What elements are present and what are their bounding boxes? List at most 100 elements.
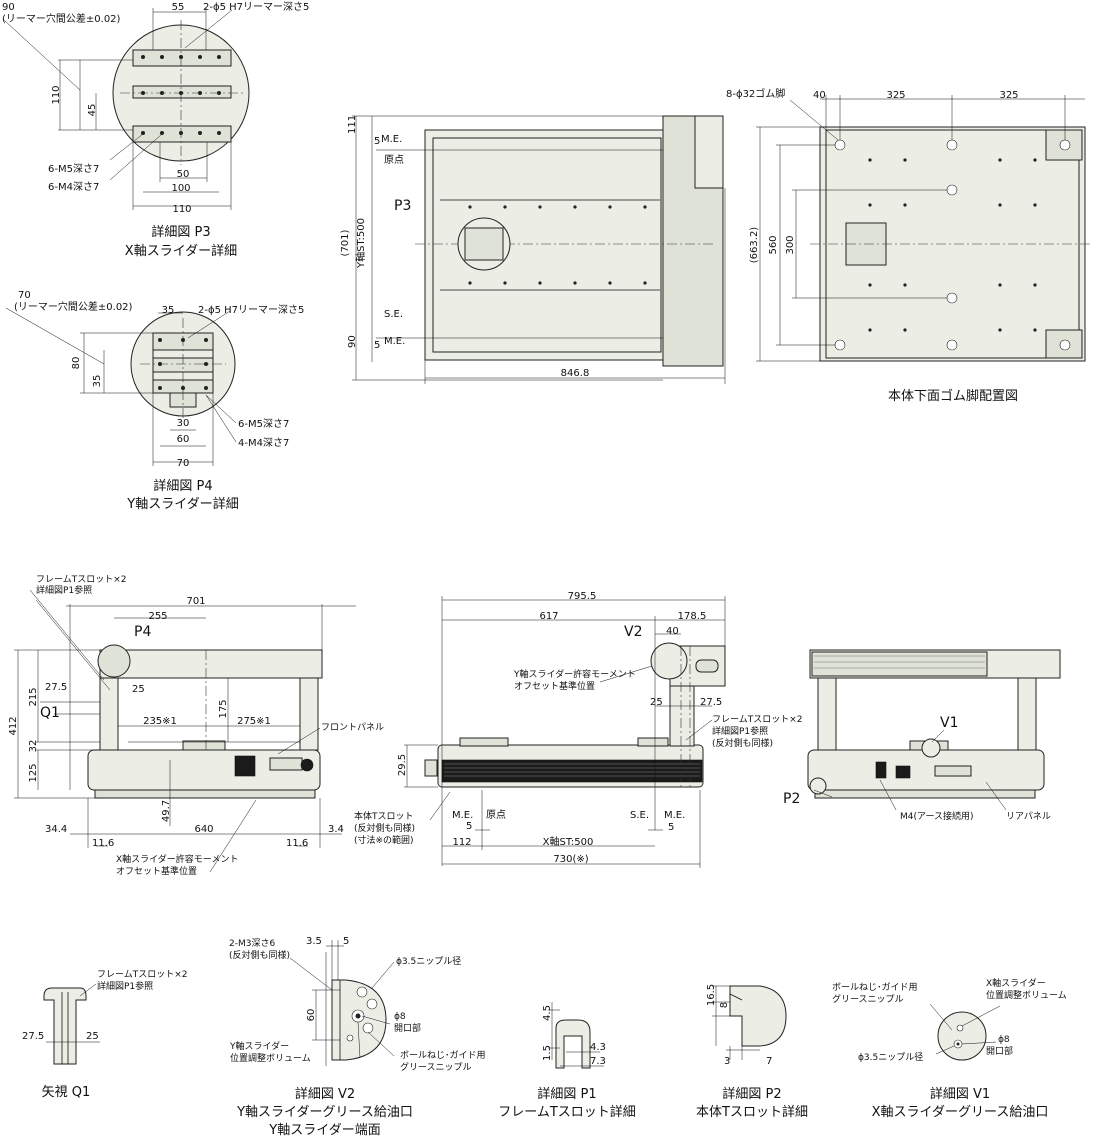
p3-holes: [141, 55, 221, 135]
bottom-dim-300: 300: [785, 235, 796, 254]
side-slot-1: フレームTスロット×2: [712, 714, 803, 725]
p2-dim-3: 3: [724, 1056, 730, 1067]
front-right-leg: [299, 677, 319, 751]
front-dim-32: 32: [28, 740, 39, 753]
front-dim-125: 125: [28, 763, 39, 782]
top-genten: 原点: [384, 154, 404, 166]
side-body-slot-2: (反対側も同様): [354, 822, 415, 834]
rear-p2-label: P2: [783, 791, 800, 807]
top-dim-846: 846.8: [561, 368, 590, 379]
front-dim-11-6a: 11.6: [92, 838, 114, 849]
p4-dim-35: 35: [92, 375, 103, 388]
rear-v1-label: V1: [940, 715, 958, 731]
v2-caption-3: Y軸スライダー端面: [268, 1123, 380, 1138]
top-dim-90: 90: [347, 335, 358, 348]
detail-p1: 4.5 1.5 4.3 7.3 詳細図 P1 フレームTスロット詳細: [498, 1002, 636, 1120]
detail-p3: 90 (リーマー穴間公差±0.02) 55 2-ϕ5 H7リーマー深さ5 110…: [2, 1, 309, 259]
front-q1-label: Q1: [40, 705, 60, 721]
p3-caption-1: 詳細図 P3: [151, 224, 210, 240]
top-y-stroke: Y軸ST:500: [354, 218, 367, 269]
v1-grease-2: グリースニップル: [832, 993, 904, 1005]
front-dim-412: 412: [8, 716, 19, 735]
p1-slot-profile: [555, 1019, 591, 1069]
side-genten: 原点: [486, 809, 506, 821]
q1-caption: 矢視 Q1: [42, 1085, 91, 1100]
p3-dim-110h: 110: [172, 204, 191, 215]
front-p4-label: P4: [134, 624, 151, 640]
front-dim-275: 275※1: [237, 716, 271, 727]
p1-dim-4-3: 4.3: [590, 1042, 606, 1053]
p1-dim-7-3: 7.3: [590, 1056, 606, 1067]
p1-caption-1: 詳細図 P1: [537, 1086, 596, 1102]
v2-m3-2: (反対側も同様): [229, 949, 290, 961]
p3-tol-value: 90: [2, 2, 15, 13]
front-frame-ref: 詳細図P1参照: [36, 584, 92, 596]
side-dim-730: 730(※): [553, 854, 588, 865]
v2-opening: 開口部: [394, 1022, 421, 1034]
v1-vol-2: 位置調整ボリューム: [986, 989, 1067, 1001]
bottom-dim-325b: 325: [999, 90, 1018, 101]
side-moment-2: オフセット基準位置: [514, 680, 595, 692]
rear-right-leg: [1017, 677, 1037, 751]
p4-tol-note: (リーマー穴間公差±0.02): [14, 300, 133, 313]
top-y-axis: [662, 115, 724, 367]
v1-caption-1: 詳細図 V1: [930, 1086, 990, 1102]
v1-nipple-label: ϕ3.5ニップル径: [858, 1051, 923, 1063]
detail-v1: ボールねじ･ガイド用 グリースニップル X軸スライダー 位置調整ボリューム ϕ8…: [832, 977, 1067, 1120]
top-view: 111 5 M.E. 原点 (701) Y軸ST:500 P3 S.E. 5 M…: [340, 115, 726, 384]
p3-m5: 6-M5深さ7: [48, 163, 99, 175]
p3-reamer: 2-ϕ5 H7リーマー深さ5: [203, 1, 309, 13]
v2-m3-1: 2-M3深さ6: [229, 938, 275, 949]
side-slot-3: (反対側も同様): [712, 737, 773, 749]
side-body-slot-3: (寸法※の範囲): [354, 834, 414, 846]
rear-view: V1 P2 M4(アース接続用) リアパネル: [783, 649, 1061, 822]
detail-p4: 70 (リーマー穴間公差±0.02) 35 2-ϕ5 H7リーマー深さ5 80 …: [5, 290, 304, 512]
p1-caption-2: フレームTスロット詳細: [498, 1104, 636, 1120]
p4-dim-30: 30: [177, 418, 190, 429]
side-v2-circle: [650, 642, 688, 680]
bottom-caption: 本体下面ゴム脚配置図: [888, 388, 1018, 404]
p4-m4: 4-M4深さ7: [238, 437, 289, 449]
q1-slot-1: フレームTスロット×2: [97, 969, 188, 980]
v2-grease-2: グリースニップル: [400, 1061, 472, 1073]
side-se: S.E.: [630, 810, 649, 821]
p2-dim-8: 8: [719, 1002, 730, 1008]
q1-slot-2: 詳細図P1参照: [97, 980, 153, 992]
bottom-dim-663: (663.2): [749, 227, 760, 264]
rear-m4: M4(アース接続用): [900, 810, 974, 822]
bottom-dim-325a: 325: [886, 90, 905, 101]
front-dim-175: 175: [218, 699, 229, 718]
side-bellows: [441, 759, 703, 783]
v2-vol-2: 位置調整ボリューム: [230, 1052, 311, 1064]
bottom-view: 8-ϕ32ゴム脚 40 325 325 (663.2) 560 300 本体下面…: [726, 87, 1092, 404]
rear-connector: [875, 761, 887, 779]
side-body-slot-1: 本体Tスロット: [354, 810, 414, 822]
side-x-stroke: X軸ST:500: [543, 835, 594, 848]
side-v2-label: V2: [624, 624, 642, 640]
side-dim-27-5: 27.5: [700, 697, 722, 708]
side-moment-1: Y軸スライダー許容モーメント: [513, 668, 636, 680]
v2-nipple-label: ϕ3.5ニップル径: [396, 955, 461, 967]
rear-v1-circle: [921, 738, 941, 758]
front-note-2: オフセット基準位置: [116, 865, 197, 877]
p4-dim-70: 70: [177, 458, 190, 469]
v1-circle: [937, 1011, 987, 1061]
front-dim-235: 235※1: [143, 716, 177, 727]
top-holes: [468, 205, 647, 285]
top-dim-701: (701): [340, 229, 351, 256]
v2-phi8: ϕ8: [394, 1012, 406, 1022]
front-p4-circle: [97, 644, 131, 678]
side-dim-178: 178.5: [678, 611, 707, 622]
top-p3-label: P3: [394, 198, 411, 214]
top-me-bottom: M.E.: [384, 336, 405, 347]
p4-caption-2: Y軸スライダー詳細: [126, 496, 238, 512]
p3-dim-100: 100: [171, 183, 190, 194]
bottom-dim-40: 40: [813, 90, 826, 101]
p4-holes: [158, 338, 208, 390]
top-dim-111: 111: [347, 115, 358, 134]
feet-label: 8-ϕ32ゴム脚: [726, 87, 785, 100]
detail-v2: 2-M3深さ6 (反対側も同様) 3.5 5 ϕ3.5ニップル径 60 ϕ8 開…: [229, 936, 486, 1138]
v1-vol-1: X軸スライダー: [986, 977, 1046, 989]
q1-dim-27-5: 27.5: [22, 1031, 44, 1042]
